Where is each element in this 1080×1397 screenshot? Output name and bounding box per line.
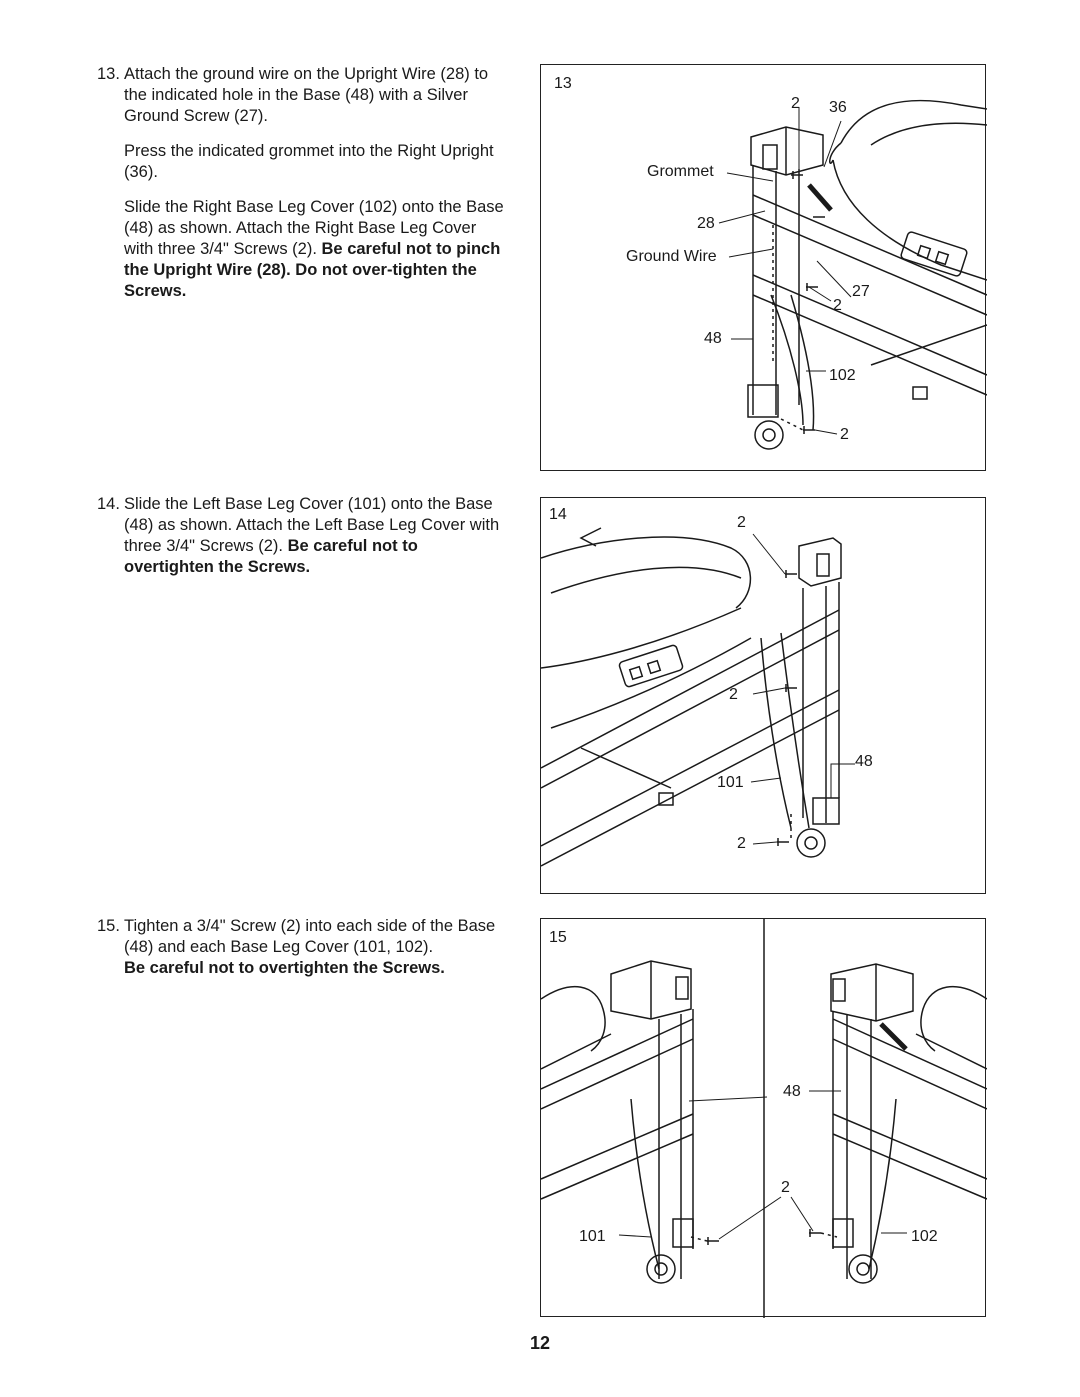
instruction-text: Slide the Right Base Leg Cover (102) ont… bbox=[124, 198, 504, 258]
figure-13-panel: 13 2 36 Grommet 28 Ground Wire 27 2 48 1… bbox=[540, 64, 987, 471]
label-ground-wire: Ground Wire bbox=[626, 248, 717, 265]
step-number: 14. bbox=[97, 495, 120, 513]
warning-text: Be careful not to overtighten the Screws… bbox=[124, 537, 418, 576]
step-number: 13. bbox=[97, 65, 120, 83]
label-grommet: Grommet bbox=[647, 163, 714, 180]
step-14: 14. Slide the Left Base Leg Cover (101) … bbox=[97, 494, 507, 592]
label-base-48: 48 bbox=[704, 330, 722, 347]
warning-text: Be careful not to overtighten the Screws… bbox=[124, 959, 445, 977]
label-screw-2: 2 bbox=[737, 835, 746, 852]
figure-14-panel: 14 2 2 48 101 2 bbox=[540, 497, 986, 894]
label-screw-2: 2 bbox=[791, 95, 800, 112]
label-screw-2: 2 bbox=[840, 426, 849, 443]
step-13-instruction-ground-wire: Attach the ground wire on the Upright Wi… bbox=[124, 65, 489, 125]
label-upright-wire-28: 28 bbox=[697, 215, 715, 232]
step-15: 15. Tighten a 3/4" Screw (2) into each s… bbox=[97, 916, 507, 993]
label-right-cover-102: 102 bbox=[911, 1228, 938, 1245]
step-15-instruction: Tighten a 3/4" Screw (2) into each side … bbox=[124, 916, 507, 979]
figure-15-panel: 15 48 2 101 102 bbox=[540, 918, 987, 1318]
instruction-text: Slide the Left Base Leg Cover (101) onto… bbox=[124, 495, 500, 555]
step-13-instruction-cover: Slide the Right Base Leg Cover (102) ont… bbox=[124, 197, 507, 302]
label-right-cover-102: 102 bbox=[829, 367, 856, 384]
label-screw-2: 2 bbox=[737, 514, 746, 531]
label-left-cover-101: 101 bbox=[579, 1228, 606, 1245]
figure-13-drawing bbox=[718, 99, 987, 450]
figure-14-drawing bbox=[541, 527, 855, 867]
figure-number: 13 bbox=[554, 75, 572, 92]
page-number: 12 bbox=[529, 1333, 551, 1353]
label-base-48: 48 bbox=[783, 1083, 801, 1100]
step-13: 13. Attach the ground wire on the Uprigh… bbox=[97, 64, 507, 316]
step-14-instruction: Slide the Left Base Leg Cover (101) onto… bbox=[124, 494, 507, 578]
label-right-upright-36: 36 bbox=[829, 99, 847, 116]
label-left-cover-101: 101 bbox=[717, 774, 744, 791]
figure-number: 14 bbox=[549, 506, 567, 523]
label-ground-screw-27: 27 bbox=[852, 283, 870, 300]
figure-number: 15 bbox=[549, 929, 567, 946]
label-screw-2: 2 bbox=[729, 686, 738, 703]
instruction-text: Tighten a 3/4" Screw (2) into each side … bbox=[124, 917, 496, 956]
label-screw-2: 2 bbox=[833, 297, 842, 314]
warning-text: Be careful not to pinch the Upright Wire… bbox=[124, 240, 501, 300]
step-13-instruction-grommet: Press the indicated grommet into the Rig… bbox=[124, 142, 494, 181]
label-base-48: 48 bbox=[855, 753, 873, 770]
step-number: 15. bbox=[97, 917, 120, 935]
label-screw-2: 2 bbox=[781, 1179, 790, 1196]
figure-15-drawing bbox=[541, 919, 987, 1318]
